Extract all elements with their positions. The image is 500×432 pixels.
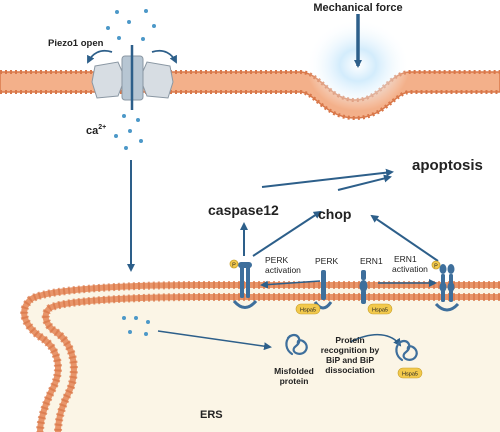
- perk-activation-label-1: PERK: [265, 255, 288, 265]
- ern1-activation-label-2: activation: [392, 264, 428, 274]
- recognition-label-1: Protein: [335, 335, 364, 345]
- piezo1-channel-icon: [87, 45, 177, 110]
- svg-text:Hspa5: Hspa5: [372, 308, 388, 314]
- mechanical-force-indicator: [306, 14, 410, 111]
- mechanical-force-label: Mechanical force: [313, 2, 402, 14]
- caspase12-label: caspase12: [208, 202, 279, 218]
- ern1-receptor-icon: [359, 270, 368, 304]
- svg-text:P: P: [434, 264, 438, 270]
- hspa5-bip-ern1: Hspa5: [367, 303, 393, 315]
- svg-text:Hspa5: Hspa5: [402, 372, 418, 378]
- perk-label: PERK: [315, 256, 338, 266]
- er-membrane: [20, 281, 500, 432]
- perk-activated-receptor-icon: [232, 262, 258, 309]
- calcium-ions-intracellular: [114, 114, 143, 150]
- calcium-ions-extracellular: [106, 9, 156, 41]
- perk-receptor-icon: [313, 270, 333, 310]
- recognition-label-2: recognition by: [321, 345, 380, 355]
- plasma-membrane: [0, 70, 500, 121]
- ern1-activated-receptor-icon: [434, 264, 460, 312]
- apoptosis-label: apoptosis: [412, 157, 483, 174]
- perk-activation-label-2: activation: [265, 265, 301, 275]
- ers-label: ERS: [200, 409, 223, 421]
- calcium-ions-er: [122, 316, 150, 336]
- chop-label: chop: [318, 206, 351, 222]
- hspa5-bip-free: Hspa5: [397, 367, 423, 379]
- bip-bound-protein-icon: [395, 339, 418, 362]
- pathway-arrows: [240, 168, 439, 347]
- recognition-label-3: BiP and BiP: [326, 355, 374, 365]
- ern1-activation-label-1: ERN1: [394, 254, 417, 264]
- ern1-label: ERN1: [360, 256, 383, 266]
- piezo1-label: Piezo1 open: [48, 38, 104, 49]
- recognition-label-4: dissociation: [325, 365, 375, 375]
- ern1-phospho-badge: P: [431, 260, 441, 270]
- svg-text:Hspa5: Hspa5: [300, 308, 316, 314]
- misfolded-label-2: protein: [280, 376, 309, 386]
- calcium-to-misfolded-arrow: [157, 330, 272, 351]
- perk-phospho-badge: P: [229, 259, 239, 269]
- misfolded-protein-icon: [285, 333, 308, 356]
- svg-text:P: P: [232, 263, 236, 269]
- misfolded-label-1: Misfolded: [274, 366, 314, 376]
- hspa5-bip-perk: Hspa5: [295, 303, 321, 315]
- calcium-label: ca2+: [86, 124, 106, 137]
